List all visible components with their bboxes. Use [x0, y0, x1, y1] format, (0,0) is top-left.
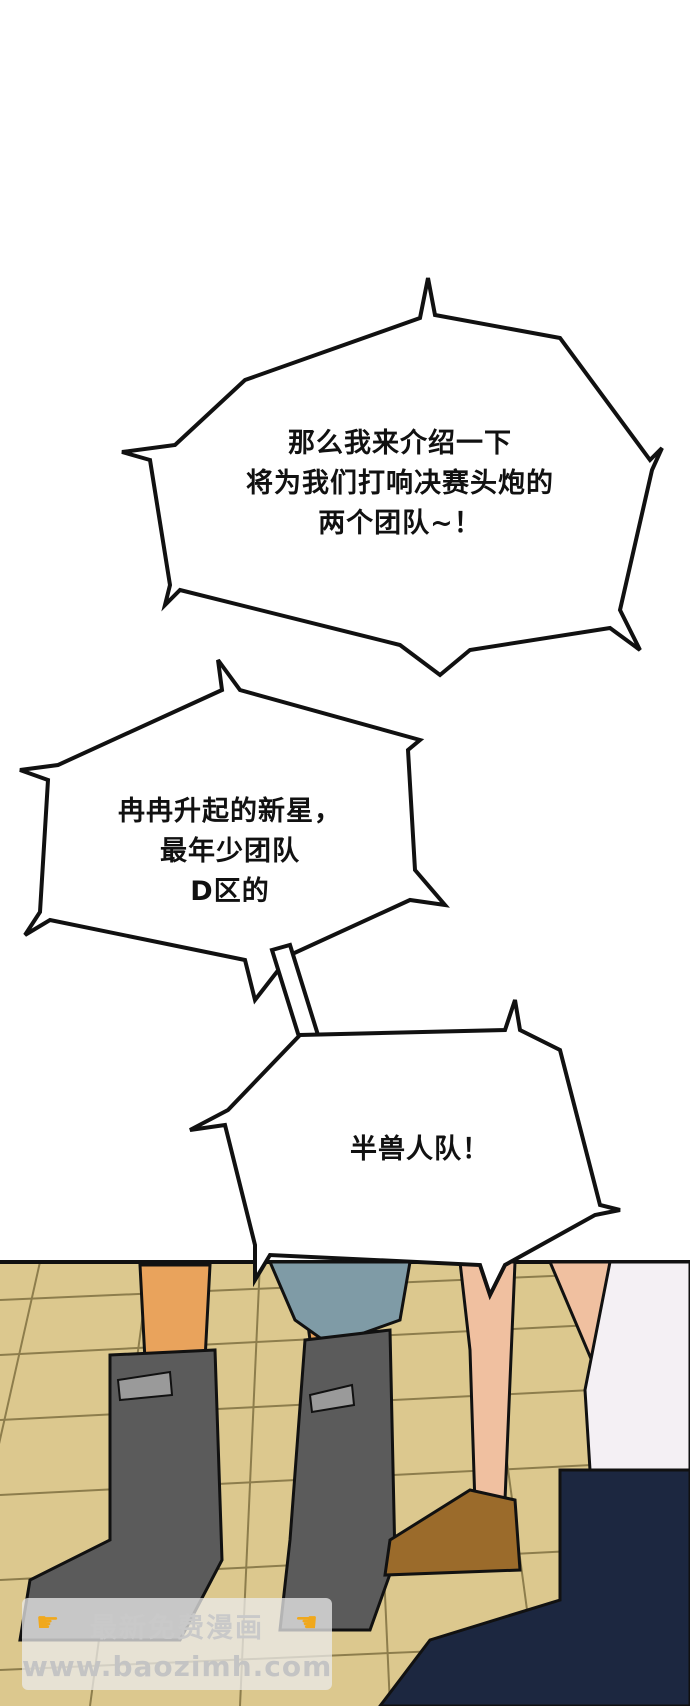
speech-bubble-1-text: 那么我来介绍一下 将为我们打响决赛头炮的 两个团队~！: [190, 424, 610, 544]
speech-bubble-2-shape: [19, 658, 450, 1005]
bubble-connector: [269, 942, 321, 1043]
bubble-2-line-2: 最年少团队: [160, 836, 300, 867]
bubble-1-line-2: 将为我们打响决赛头炮的: [246, 468, 554, 499]
speech-bubble-1-shape: [121, 277, 664, 678]
pointing-hand-icon: ☛: [36, 1608, 60, 1638]
speech-bubble-3-shape: [189, 999, 621, 1301]
watermark-link[interactable]: ☛ 最新免费漫画 ☚ www.baozimh.com: [22, 1598, 332, 1690]
watermark-url: www.baozimh.com: [22, 1650, 333, 1683]
bubble-1-line-3: 两个团队~！: [318, 508, 482, 539]
speech-bubble-3-text: 半兽人队！: [320, 1130, 520, 1170]
speech-bubble-2-text: 冉冉升起的新星， 最年少团队 D区的: [70, 792, 390, 912]
bubble-1-line-1: 那么我来介绍一下: [288, 428, 512, 459]
right-character-legs: [378, 1260, 690, 1706]
bubble-2-line-3: D区的: [190, 876, 270, 907]
bubble-3-line-1: 半兽人队！: [350, 1134, 490, 1165]
pointing-hand-icon: ☚: [294, 1608, 318, 1638]
bubble-2-line-1: 冉冉升起的新星，: [118, 796, 342, 827]
left-character-legs: [18, 1260, 412, 1642]
watermark-title: 最新免费漫画: [90, 1613, 264, 1644]
